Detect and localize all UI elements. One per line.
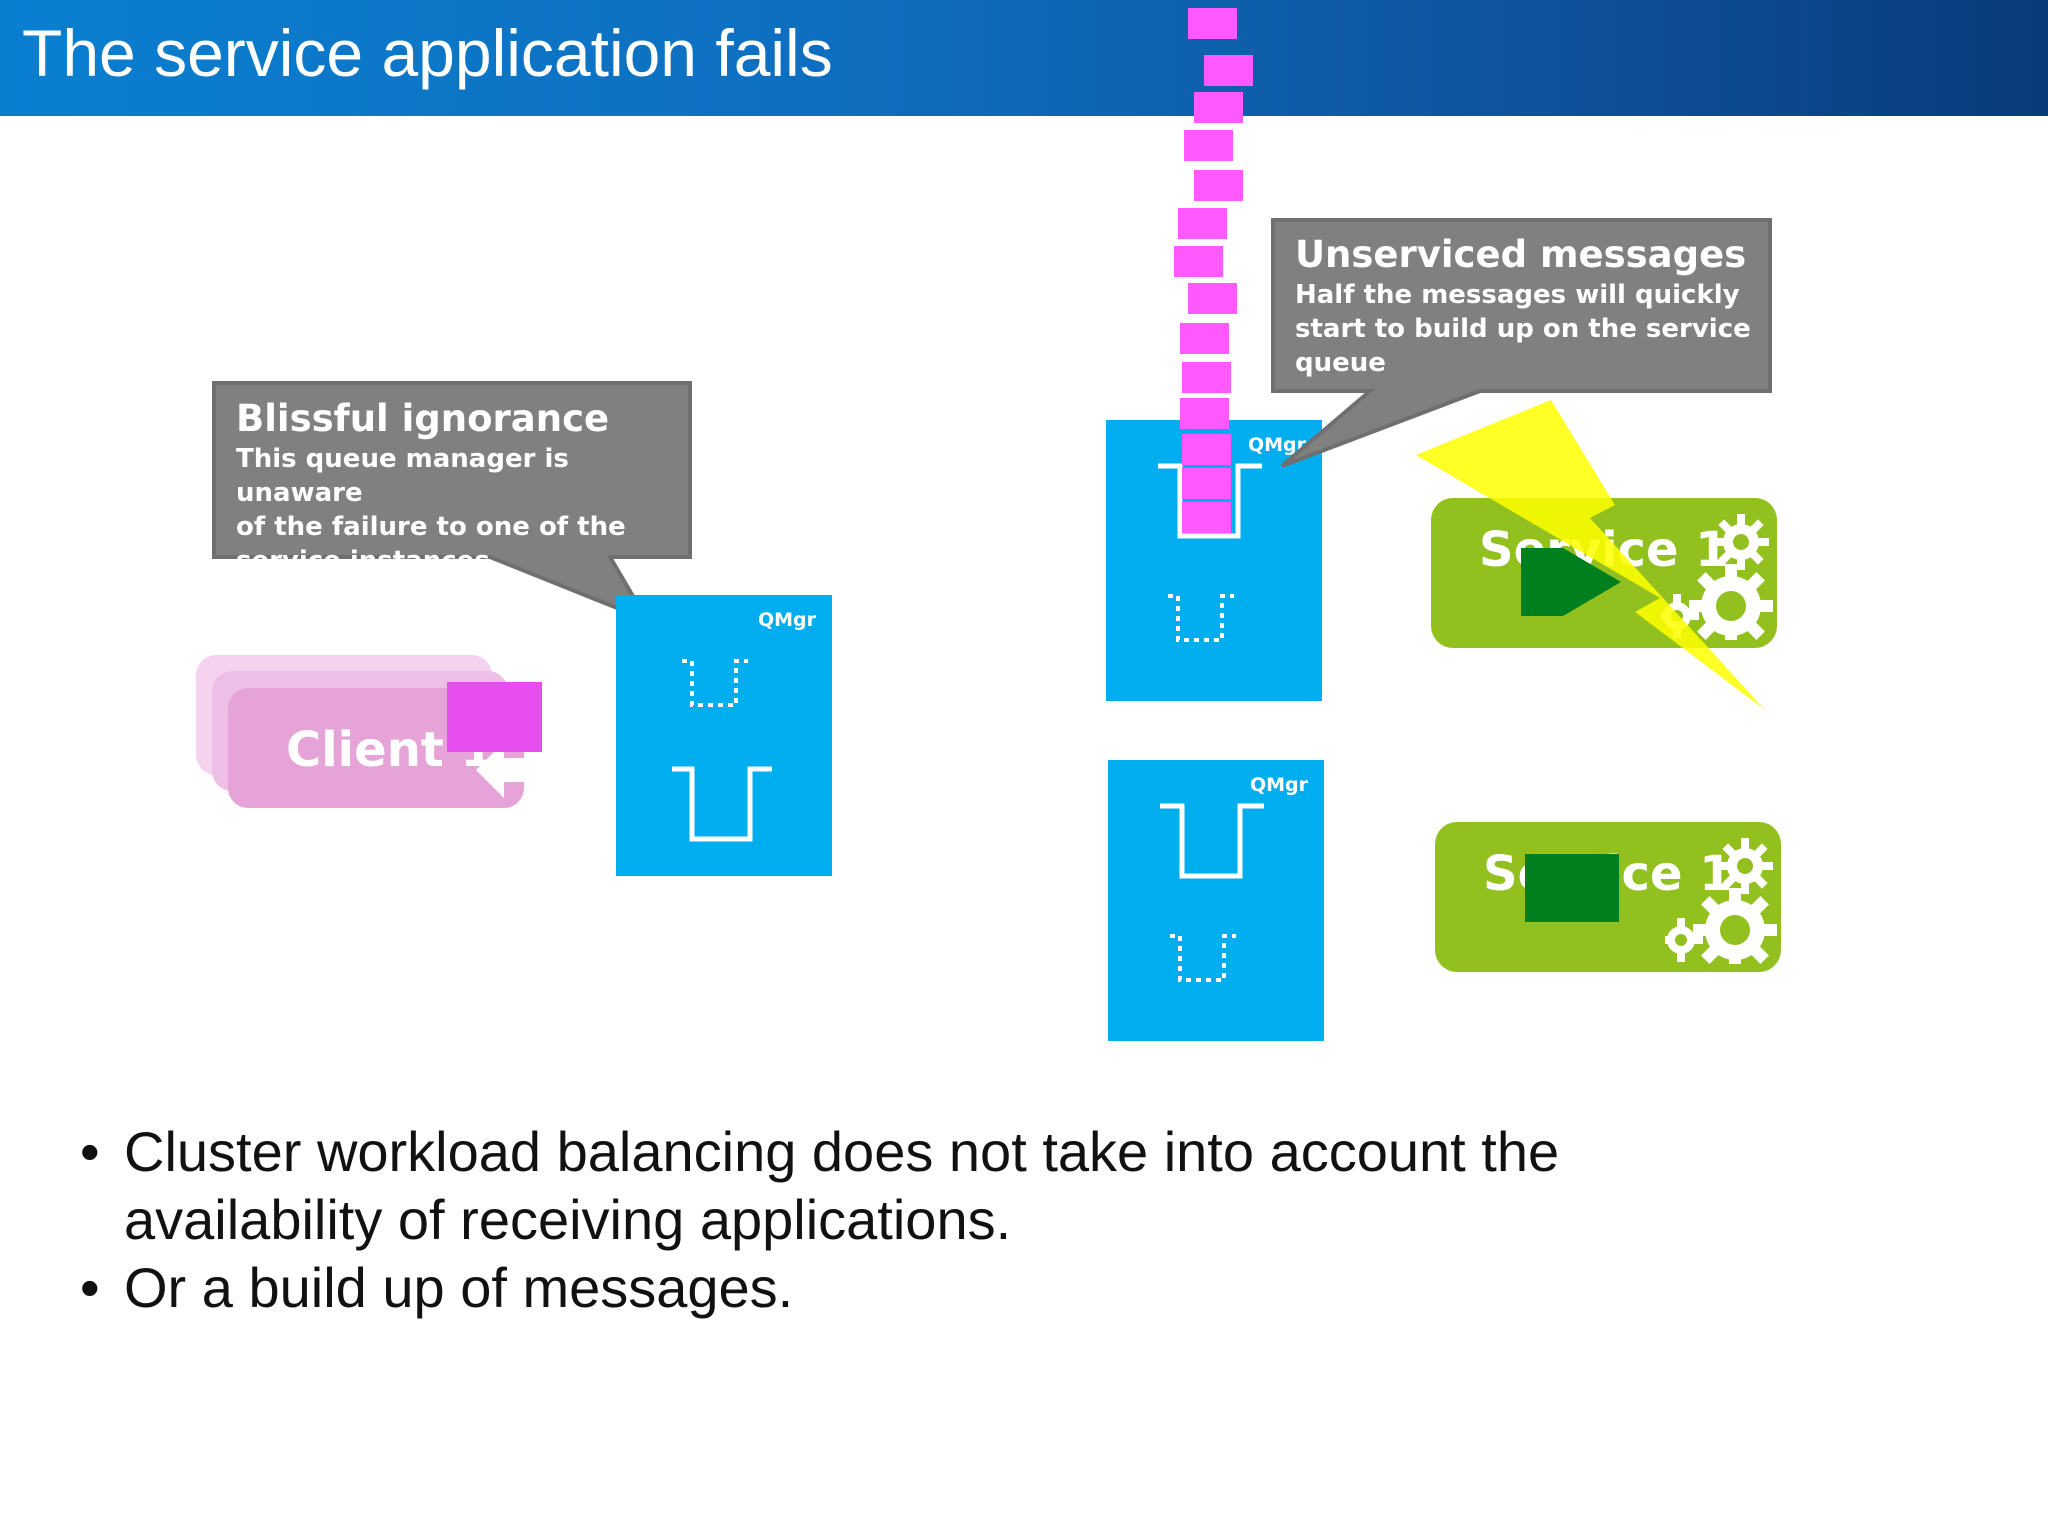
gears-icon <box>1665 838 1777 964</box>
message-block <box>1174 246 1223 277</box>
bullet-list: • Cluster workload balancing does not tak… <box>80 1118 1780 1322</box>
qmgr-service-bottom[interactable]: QMgr <box>1108 760 1324 1041</box>
bullet-item: • Cluster workload balancing does not tak… <box>80 1118 1780 1254</box>
message-block <box>1180 398 1229 429</box>
message-block-service <box>1525 854 1619 922</box>
callout-unserviced-line-1: Half the messages will quickly <box>1295 280 1740 310</box>
message-block <box>1204 55 1253 86</box>
queue-icon-dotted <box>682 659 748 707</box>
qmgr-gateway-label: QMgr <box>757 609 816 631</box>
bullet-item: • Or a build up of messages. <box>80 1254 1780 1322</box>
message-block <box>1182 502 1231 533</box>
callout-blissful-line-2: of the failure to one of the <box>236 512 626 542</box>
qmgr-gateway[interactable]: QMgr <box>616 595 832 876</box>
bullet-dot-icon: • <box>80 1256 100 1319</box>
message-block <box>1182 362 1231 393</box>
qmgr-service-top[interactable]: QMgr <box>1106 420 1322 701</box>
message-block <box>1182 434 1231 465</box>
message-block-client <box>447 682 542 752</box>
callout-blissful-title: Blissful ignorance <box>236 397 610 440</box>
callout-unserviced-line-2: start to build up on the service <box>1295 314 1751 344</box>
message-block <box>1180 323 1229 354</box>
queue-icon-dotted <box>1170 934 1236 982</box>
queue-icon-dotted <box>1168 594 1234 642</box>
message-block <box>1184 130 1233 161</box>
message-block <box>1194 92 1243 123</box>
callout-unserviced: Unserviced messages Half the messages wi… <box>1295 232 1765 380</box>
message-block <box>1188 283 1237 314</box>
queue-icon <box>1158 463 1262 539</box>
message-block <box>1188 8 1237 39</box>
qmgr-service-bottom-label: QMgr <box>1249 774 1308 796</box>
bullet-text-1: Cluster workload balancing does not take… <box>124 1120 1560 1251</box>
callout-unserviced-title: Unserviced messages <box>1295 233 1747 276</box>
callout-blissful-line-3: service instances <box>236 546 490 576</box>
bullet-text-2: Or a build up of messages. <box>124 1256 794 1319</box>
callout-blissful-line-1: This queue manager is unaware <box>236 444 569 508</box>
service-top[interactable]: Service 1 <box>1431 498 1777 648</box>
slide-header: The service application fails <box>0 0 2048 116</box>
slide-title: The service application fails <box>22 16 833 90</box>
message-block <box>1194 170 1243 201</box>
message-block <box>1178 208 1227 239</box>
message-block <box>1182 468 1231 499</box>
service-bottom[interactable]: Service 1 <box>1435 822 1781 972</box>
message-arrow-icon <box>1521 548 1621 616</box>
callout-blissful: Blissful ignorance This queue manager is… <box>236 396 686 578</box>
bullet-dot-icon: • <box>80 1120 100 1183</box>
arrow-left-icon <box>476 742 524 798</box>
queue-icon <box>672 766 772 842</box>
queue-icon <box>1160 803 1264 879</box>
callout-unserviced-line-3: queue <box>1295 348 1386 378</box>
